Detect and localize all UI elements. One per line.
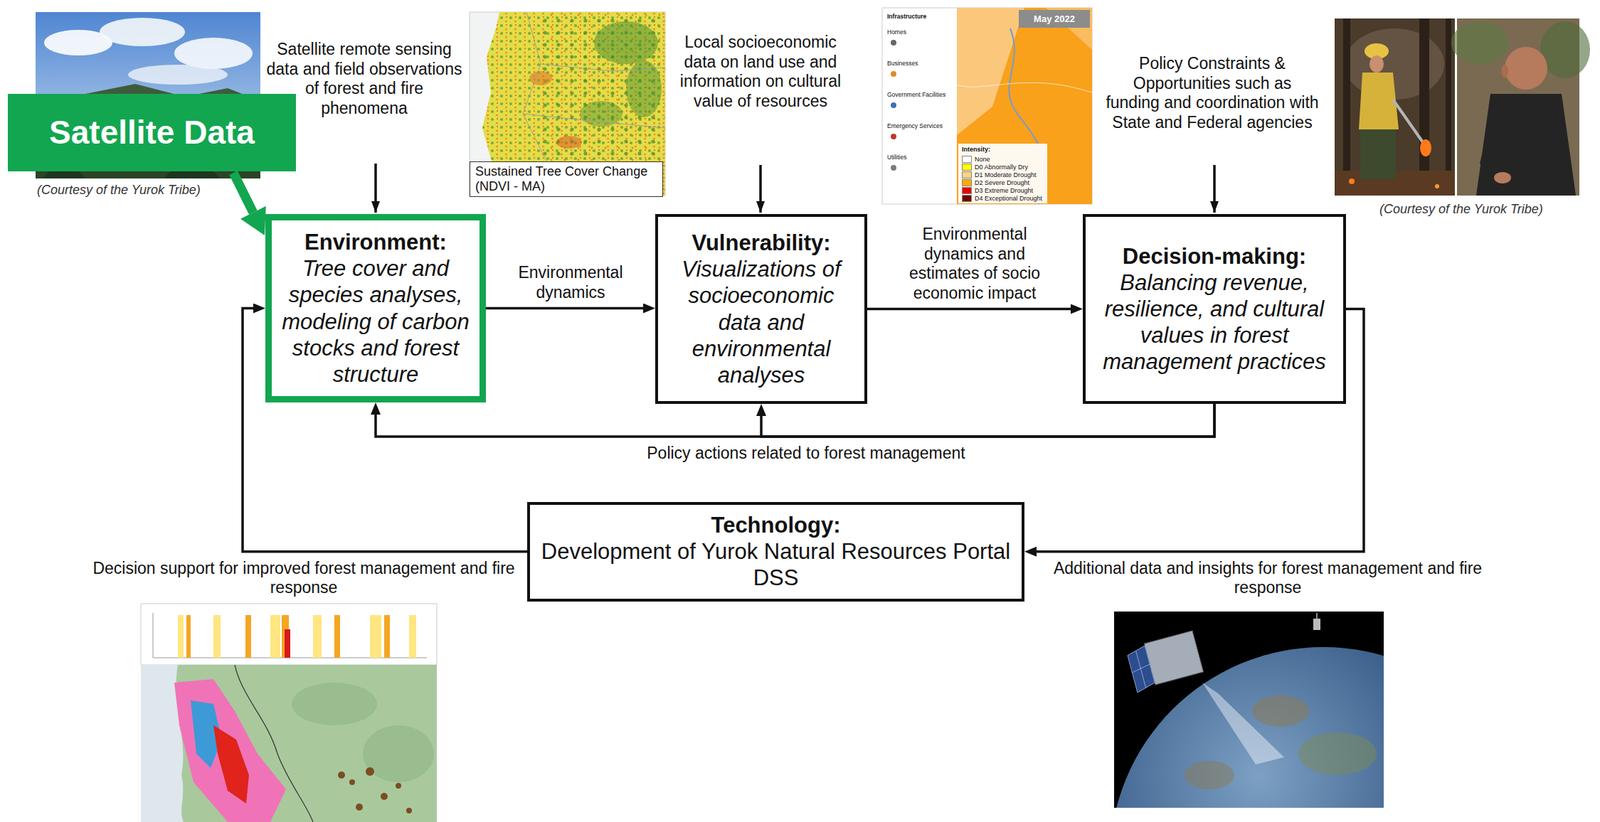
legend-text: D4 Exceptional Drought [974,194,1043,203]
box-body: Development of Yurok Natural Resources P… [537,538,1015,592]
box-body: Balancing revenue, resilience, and cultu… [1092,269,1337,376]
leader-arrow [374,163,378,213]
process-box: Technology:Development of Yurok Natural … [527,502,1025,602]
process-box: Environment:Tree cover and species analy… [265,214,486,403]
legend-swatch [961,171,972,179]
box-body: Visualizations of socioeconomic data and… [665,256,858,389]
ndvi-map [469,12,666,196]
input-note: Local socioeconomic data on land use and… [678,32,843,111]
legend-entry: D3 Extreme Drought [961,187,1033,195]
legend-text: D1 Moderate Drought [974,171,1037,179]
map-legend-item: Businesses [887,59,918,67]
edge-label: Environmental dynamics and estimates of … [892,224,1057,304]
box-heading: Vulnerability: [691,229,831,257]
map-legend-item: Utilities [887,153,907,161]
legend-text: None [974,155,991,163]
leader-arrow [759,165,762,213]
legend-entry: None [961,155,991,163]
legend-swatch [961,179,972,187]
edge-label: Environmental dynamics [492,263,649,303]
legend-swatch [961,187,972,195]
edge-label: Policy actions related to forest managem… [557,443,1056,464]
box-heading: Technology: [711,512,841,539]
box-heading: Environment: [304,229,447,256]
input-note: Policy Constraints & Opportunities such … [1105,54,1319,133]
edge-label: Decision support for improved forest man… [83,559,525,599]
box-body: Tree cover and species analyses, modelin… [278,255,473,388]
map-legend-title: Intensity: [961,145,991,154]
process-box: Decision-making:Balancing revenue, resil… [1082,214,1347,405]
legend-text: D0 Abnormally Dry [974,163,1029,171]
legend-entry: D4 Exceptional Drought [961,194,1043,203]
process-box: Vulnerability:Visualizations of socioeco… [655,214,868,405]
input-note: Satellite remote sensing data and field … [264,39,464,119]
edge-label: Additional data and insights for forest … [1040,559,1496,599]
portal-map [140,604,437,822]
legend-swatch [961,194,972,203]
legend-swatch [961,163,972,171]
photo-credit: (Courtesy of the Yurok Tribe) [36,182,201,199]
legend-text: D3 Extreme Drought [974,187,1033,195]
map-legend-item: Government Facilities [887,91,946,99]
connector-arrow [233,172,254,213]
satellite-data-callout: Satellite Data [7,93,296,172]
legend-entry: D1 Moderate Drought [961,171,1037,179]
map-legend-item: Homes [887,28,907,36]
satellite-image [1109,611,1537,822]
box-heading: Decision-making: [1122,243,1307,270]
connector-arrow [485,307,644,311]
legend-text: D2 Severe Drought [974,179,1030,187]
callout-text: Satellite Data [49,113,255,152]
map-legend-title: Infrastructure [887,12,927,20]
map-caption-box: Sustained Tree Cover Change (NDVI - MA) [469,161,664,198]
legend-swatch [961,155,972,163]
connector-arrow [375,404,1215,437]
legend-entry: D0 Abnormally Dry [961,163,1029,171]
legend-entry: D2 Severe Drought [961,179,1030,187]
map-caption: Sustained Tree Cover Change (NDVI - MA) [475,164,658,195]
leader-arrow [1212,165,1216,213]
map-legend-item: Emergency Services [887,122,943,130]
tribe-photos [1334,18,1591,196]
connector-arrow [761,404,1215,437]
photo-credit: (Courtesy of the Yurok Tribe) [1379,202,1544,218]
connector-arrow [867,308,1071,311]
drought-map [882,7,1093,205]
map-date: May 2022 [1021,13,1088,25]
